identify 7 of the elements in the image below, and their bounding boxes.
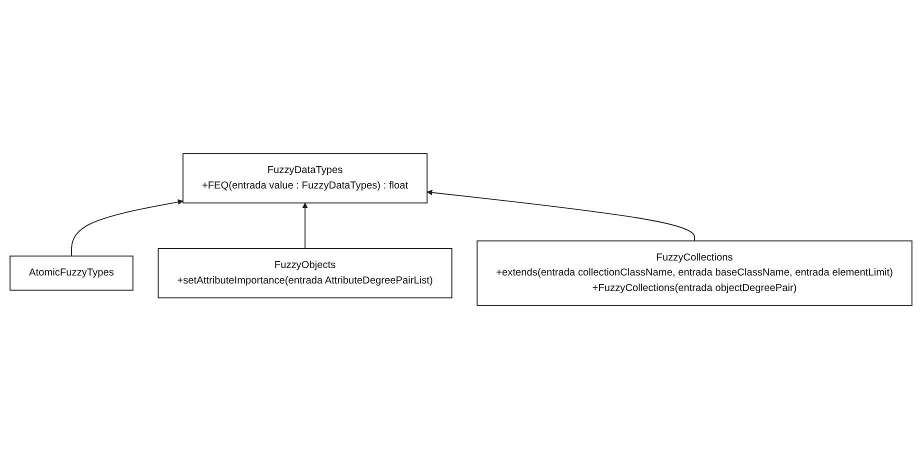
node-box: FuzzyDataTypes +FEQ(entrada value : FuzzyDataTypes) : float bbox=[182, 153, 428, 204]
node-box: FuzzyCollections +extends(entrada collectionClassName, entrada baseClassName, entrada elementLimit) +FuzzyCollections(entrada objectDegreePair) bbox=[476, 240, 912, 306]
arrow bbox=[71, 199, 184, 257]
node-box: FuzzyObjects +setAttributeImportance(entrada AttributeDegreePairList) bbox=[158, 248, 452, 298]
node-box: AtomicFuzzyTypes bbox=[10, 256, 134, 291]
arrow bbox=[426, 190, 696, 242]
arrow bbox=[302, 202, 308, 249]
